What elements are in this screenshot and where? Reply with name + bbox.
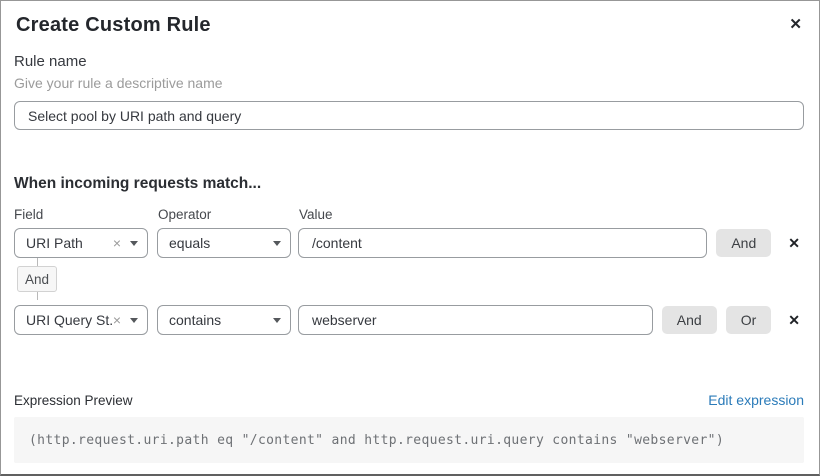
connector-line xyxy=(36,258,38,266)
page-title: Create Custom Rule xyxy=(16,14,211,36)
field-select[interactable]: URI Path × xyxy=(14,228,148,258)
dialog-header: Create Custom Rule ✕ xyxy=(1,1,819,37)
chevron-down-icon xyxy=(130,317,138,323)
and-button[interactable]: And xyxy=(661,306,717,334)
rule-name-label: Rule name xyxy=(14,53,87,70)
operator-select[interactable]: contains xyxy=(157,305,291,335)
remove-condition-icon[interactable]: ✕ xyxy=(788,312,800,328)
operator-select[interactable]: equals xyxy=(157,228,291,258)
column-headers: Field Operator Value xyxy=(14,206,806,223)
field-select[interactable]: URI Query St... × xyxy=(14,305,148,335)
and-connector: And xyxy=(17,258,57,300)
column-header-field: Field xyxy=(14,207,44,222)
operator-select-value: contains xyxy=(169,312,222,328)
value-input[interactable] xyxy=(298,228,708,258)
and-button[interactable]: And xyxy=(716,229,772,257)
field-select-value: URI Path xyxy=(26,235,83,251)
condition-row-2: URI Query St... × contains And Or ✕ xyxy=(14,305,806,335)
remove-condition-icon[interactable]: ✕ xyxy=(788,235,800,251)
expression-text: (http.request.uri.path eq "/content" and… xyxy=(29,432,725,448)
operator-select-value: equals xyxy=(169,235,211,251)
close-icon[interactable]: ✕ xyxy=(787,14,804,36)
expression-preview-header: Expression Preview Edit expression xyxy=(14,392,804,410)
chevron-down-icon xyxy=(273,317,281,323)
chevron-down-icon xyxy=(273,240,281,246)
connector-line xyxy=(36,292,38,300)
column-header-value: Value xyxy=(299,207,333,222)
chevron-down-icon xyxy=(130,240,138,246)
clear-field-icon[interactable]: × xyxy=(112,312,121,328)
column-header-operator: Operator xyxy=(158,207,212,222)
rule-name-hint: Give your rule a descriptive name xyxy=(14,75,223,91)
and-connector-badge: And xyxy=(17,266,57,292)
rule-name-input[interactable] xyxy=(14,101,804,130)
value-input[interactable] xyxy=(298,305,653,335)
expression-preview-label: Expression Preview xyxy=(14,393,133,408)
edit-expression-link[interactable]: Edit expression xyxy=(708,392,804,408)
rule-name-section: Rule name Give your rule a descriptive n… xyxy=(14,52,804,130)
expression-preview-code: (http.request.uri.path eq "/content" and… xyxy=(14,417,804,463)
or-button[interactable]: Or xyxy=(725,306,772,334)
match-section-heading: When incoming requests match... xyxy=(14,175,262,192)
field-select-value: URI Query St... xyxy=(26,312,113,328)
clear-field-icon[interactable]: × xyxy=(112,235,121,251)
condition-row-1: URI Path × equals And ✕ xyxy=(14,228,806,258)
